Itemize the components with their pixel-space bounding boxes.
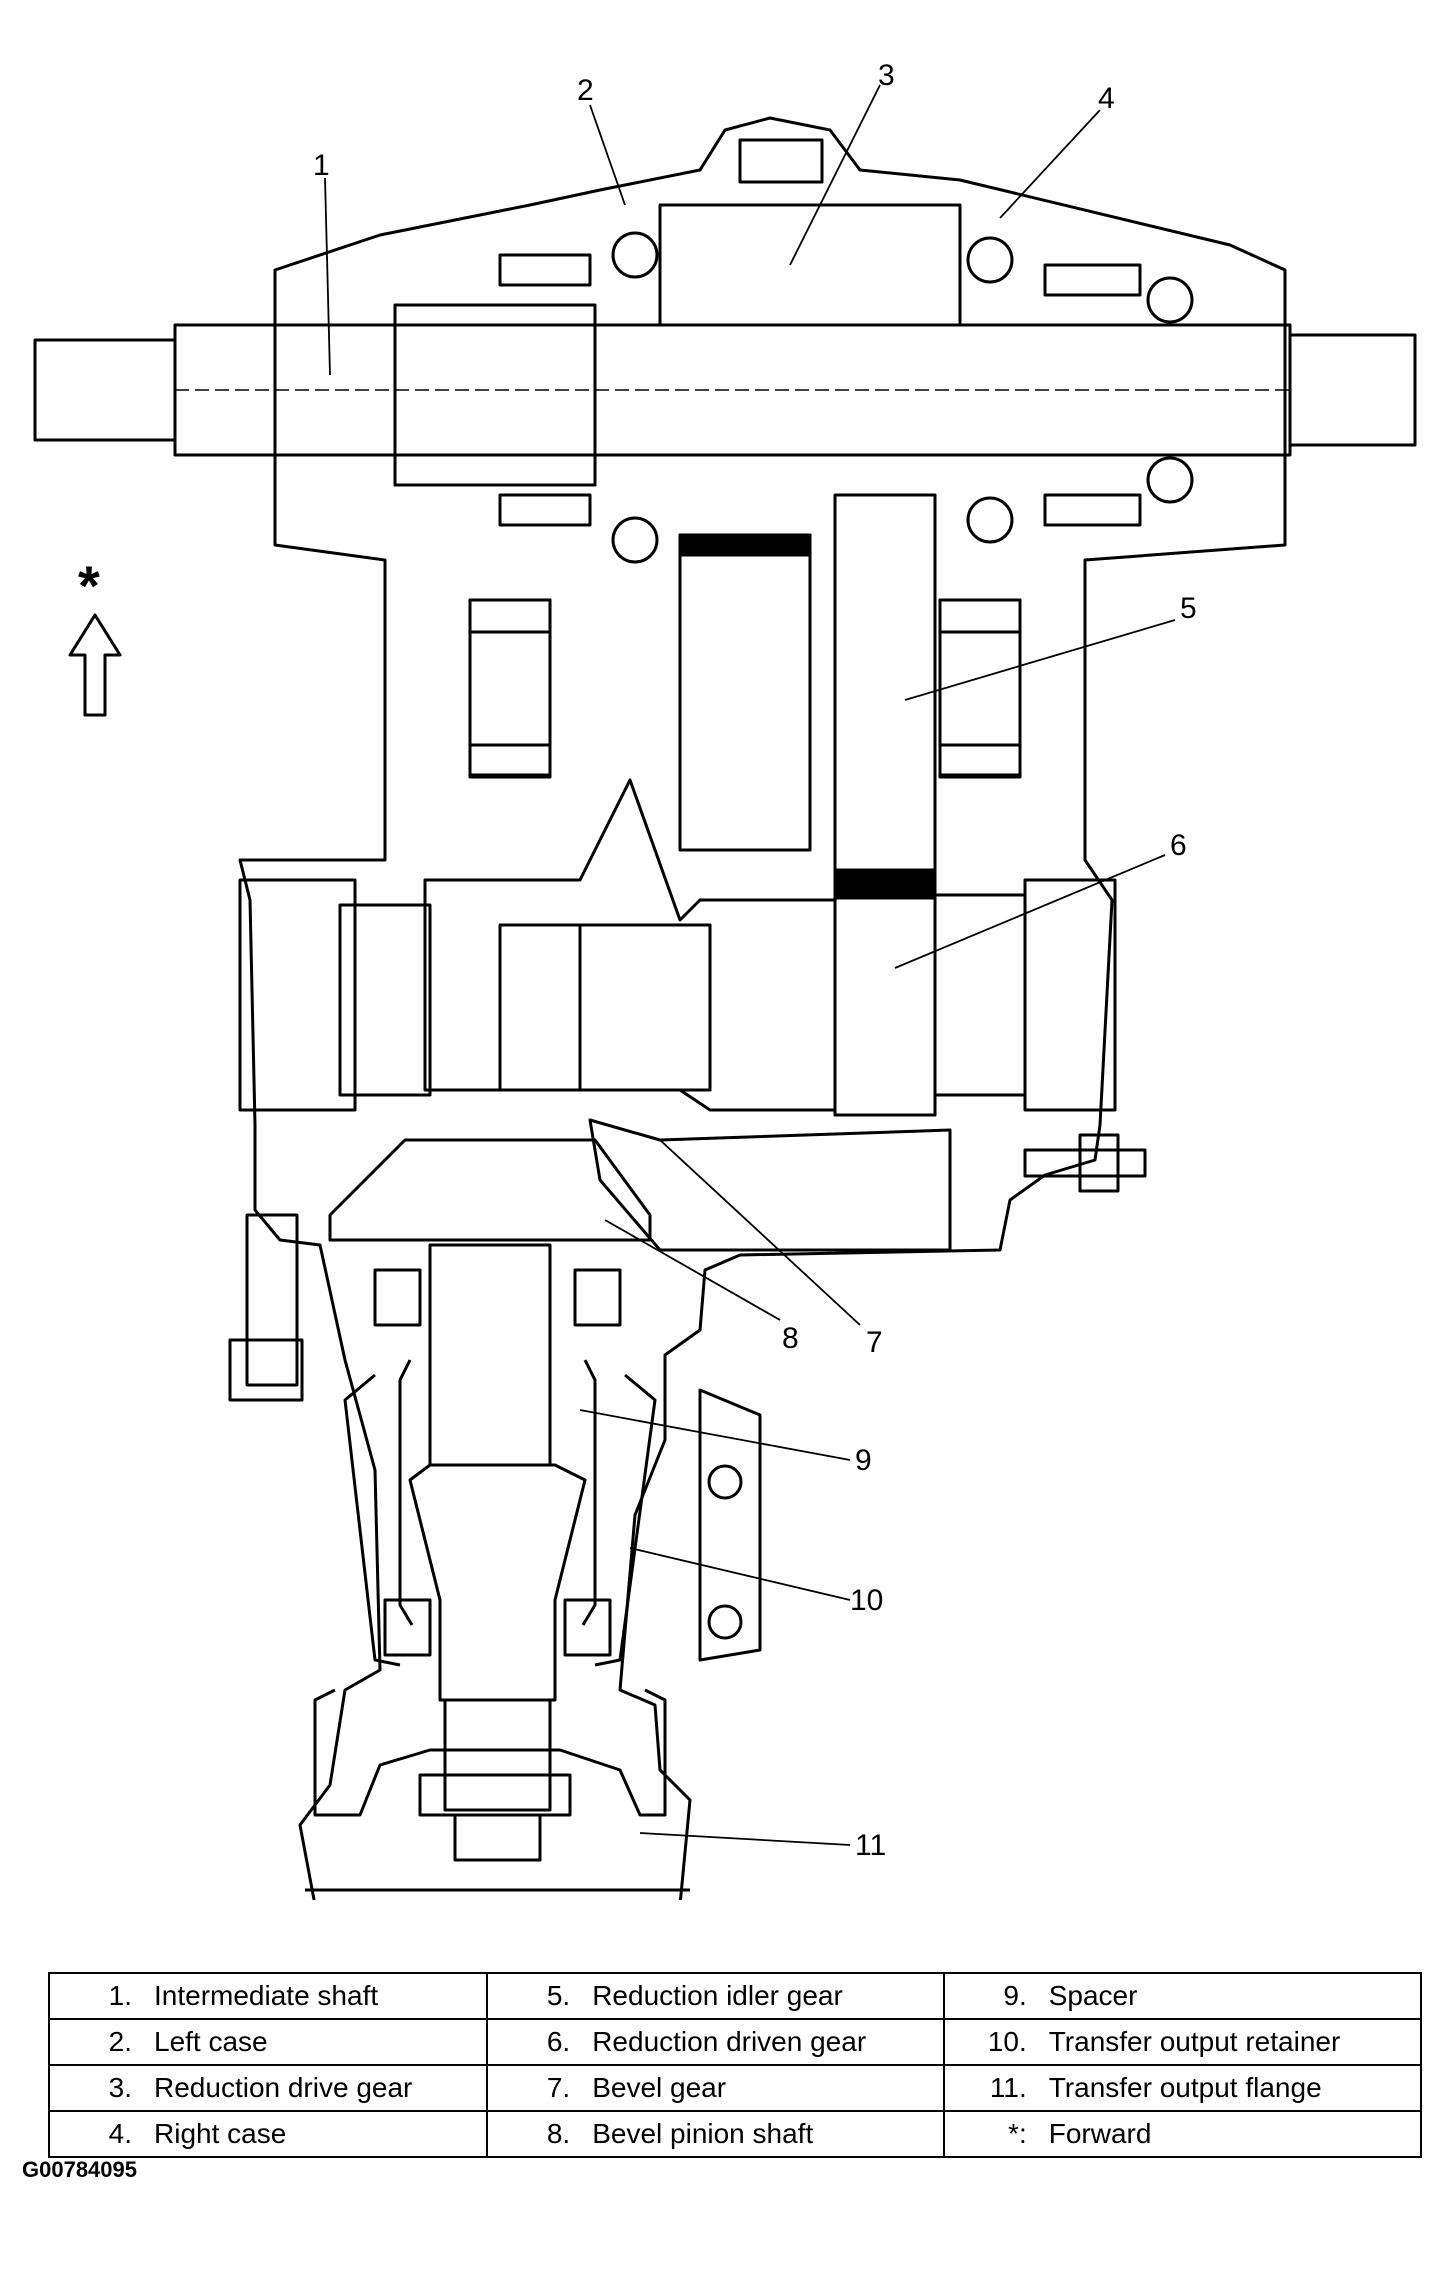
- legend-part-name: Bevel pinion shaft: [592, 2118, 814, 2149]
- reduction-driven-gear: [833, 493, 937, 1117]
- mounting-ear: [698, 1388, 762, 1662]
- legend-part-name: Left case: [154, 2026, 268, 2057]
- differential-hub: [498, 923, 712, 1092]
- legend-cell: 9. Spacer: [942, 1972, 1423, 2020]
- side-bolt-left: [245, 1213, 299, 1387]
- reduction-idler-gear: [678, 533, 812, 852]
- legend-cell: 10. Transfer output retainer: [942, 2018, 1423, 2066]
- legend-part-name: Reduction drive gear: [154, 2072, 413, 2103]
- callout-5: 5: [1180, 592, 1197, 625]
- parts-legend-table: 1. Intermediate shaft 5. Reduction idler ge…: [47, 1972, 1423, 2158]
- legend-part-name: Forward: [1048, 2118, 1152, 2149]
- legend-number: 7.: [546, 2072, 571, 2103]
- legend-cell: 1. Intermediate shaft: [47, 1972, 489, 2020]
- callout-7: 7: [866, 1326, 883, 1359]
- flange-hub: [453, 1813, 542, 1862]
- transfer-output-flange: [313, 1688, 667, 1817]
- callout-11: 11: [855, 1829, 886, 1862]
- forward-arrow-icon: [68, 613, 122, 717]
- transfer-output-retainer: [343, 1373, 657, 1667]
- callout-4: 4: [1098, 82, 1115, 115]
- idler-gear-teeth-band: [678, 533, 812, 557]
- legend-row: 2. Left case 6. Reduction driven gear 10. Tra…: [47, 2018, 1423, 2066]
- intermediate-shaft-right-end: [1288, 333, 1417, 447]
- side-bolt-right: [1023, 1148, 1147, 1178]
- legend-number: 5.: [546, 1980, 571, 2011]
- top-port: [738, 138, 824, 184]
- legend-number: 9.: [1003, 1980, 1027, 2011]
- shaft-bearings: [498, 231, 1194, 564]
- side-bolt-left-head: [228, 1338, 304, 1402]
- legend-number: 10.: [987, 2026, 1027, 2057]
- driven-gear-teeth-band: [833, 868, 937, 900]
- spacer: [398, 1359, 597, 1626]
- pinion-shaft-taper: [408, 1463, 587, 1702]
- legend-number: 11.: [989, 2072, 1027, 2103]
- legend-number: 8.: [546, 2118, 571, 2149]
- callout-1: 1: [313, 149, 330, 182]
- legend-number: 1.: [108, 1980, 132, 2011]
- pinion-shaft-lower: [443, 1698, 552, 1812]
- differential-hub-inner: [578, 923, 712, 1092]
- legend-part-name: Reduction driven gear: [592, 2026, 867, 2057]
- legend-number: 6.: [546, 2026, 571, 2057]
- legend-part-name: Right case: [154, 2118, 287, 2149]
- legend-cell: 7. Bevel gear: [486, 2064, 945, 2112]
- legend-part-name: Reduction idler gear: [592, 1980, 843, 2011]
- callout-9: 9: [855, 1444, 872, 1477]
- legend-cell: 8. Bevel pinion shaft: [486, 2110, 945, 2158]
- legend-part-name: Transfer output retainer: [1048, 2026, 1341, 2057]
- bevel-gear: [588, 1118, 952, 1252]
- shaft-splined-section: [393, 303, 597, 487]
- callout-10: 10: [850, 1584, 883, 1617]
- differential-case: [423, 778, 837, 1112]
- transfer-housing-outline: [238, 116, 1287, 1900]
- upper-taper-bearings: [468, 598, 1022, 779]
- cutaway-drawing: 1 2 3 4 5 6 7 8 9 10 11 *: [33, 59, 1417, 1900]
- legend-cell: *: Forward: [942, 2110, 1423, 2158]
- legend-number: *:: [1008, 2118, 1027, 2149]
- legend-cell: 5. Reduction idler gear: [486, 1972, 945, 2020]
- callout-6: 6: [1170, 829, 1187, 862]
- legend-part-name: Transfer output flange: [1048, 2072, 1322, 2103]
- legend-row: 4. Right case 8. Bevel pinion shaft *: Forwar…: [47, 2110, 1423, 2158]
- legend-number: 2.: [108, 2026, 132, 2057]
- legend-cell: 11. Transfer output flange: [942, 2064, 1423, 2112]
- mounting-hole-upper: [707, 1464, 743, 1500]
- legend-row: 1. Intermediate shaft 5. Reduction idler ge…: [47, 1972, 1423, 2020]
- leader-lines: [324, 84, 1176, 1846]
- pinion-shaft-upper: [428, 1243, 552, 1467]
- transfer-cutaway-diagram: 1 2 3 4 5 6 7 8 9 10 11 *: [33, 59, 1417, 1900]
- pinion-taper-bearings: [373, 1268, 622, 1657]
- legend-cell: 3. Reduction drive gear: [47, 2064, 489, 2112]
- right-taper-bearing: [933, 893, 1027, 1097]
- intermediate-shaft-left-end: [33, 338, 177, 442]
- mounting-hole-lower: [707, 1604, 743, 1640]
- left-taper-bearing: [338, 903, 432, 1097]
- right-bearing-carrier: [1023, 878, 1117, 1112]
- bevel-pinion-head: [328, 1138, 652, 1242]
- legend-cell: 2. Left case: [47, 2018, 489, 2066]
- legend-part-name: Bevel gear: [592, 2072, 727, 2103]
- figure-id: G00784095: [22, 2157, 137, 2182]
- parts-legend-body: 1. Intermediate shaft 5. Reduction idler ge…: [47, 1972, 1423, 2158]
- legend-part-name: Spacer: [1048, 1980, 1138, 2011]
- legend-number: 3.: [108, 2072, 132, 2103]
- legend-cell: 4. Right case: [47, 2110, 489, 2158]
- legend-row: 3. Reduction drive gear 7. Bevel gear 11. Tra…: [47, 2064, 1423, 2112]
- legend-cell: 6. Reduction driven gear: [486, 2018, 945, 2066]
- legend-number: 4.: [108, 2118, 132, 2149]
- left-bearing-carrier: [238, 878, 357, 1112]
- forward-marker: *: [78, 554, 100, 617]
- callout-8: 8: [782, 1322, 799, 1355]
- legend-part-name: Intermediate shaft: [154, 1980, 379, 2011]
- callout-3: 3: [878, 59, 895, 92]
- side-bolt-right-head: [1078, 1133, 1120, 1193]
- callout-2: 2: [577, 74, 594, 107]
